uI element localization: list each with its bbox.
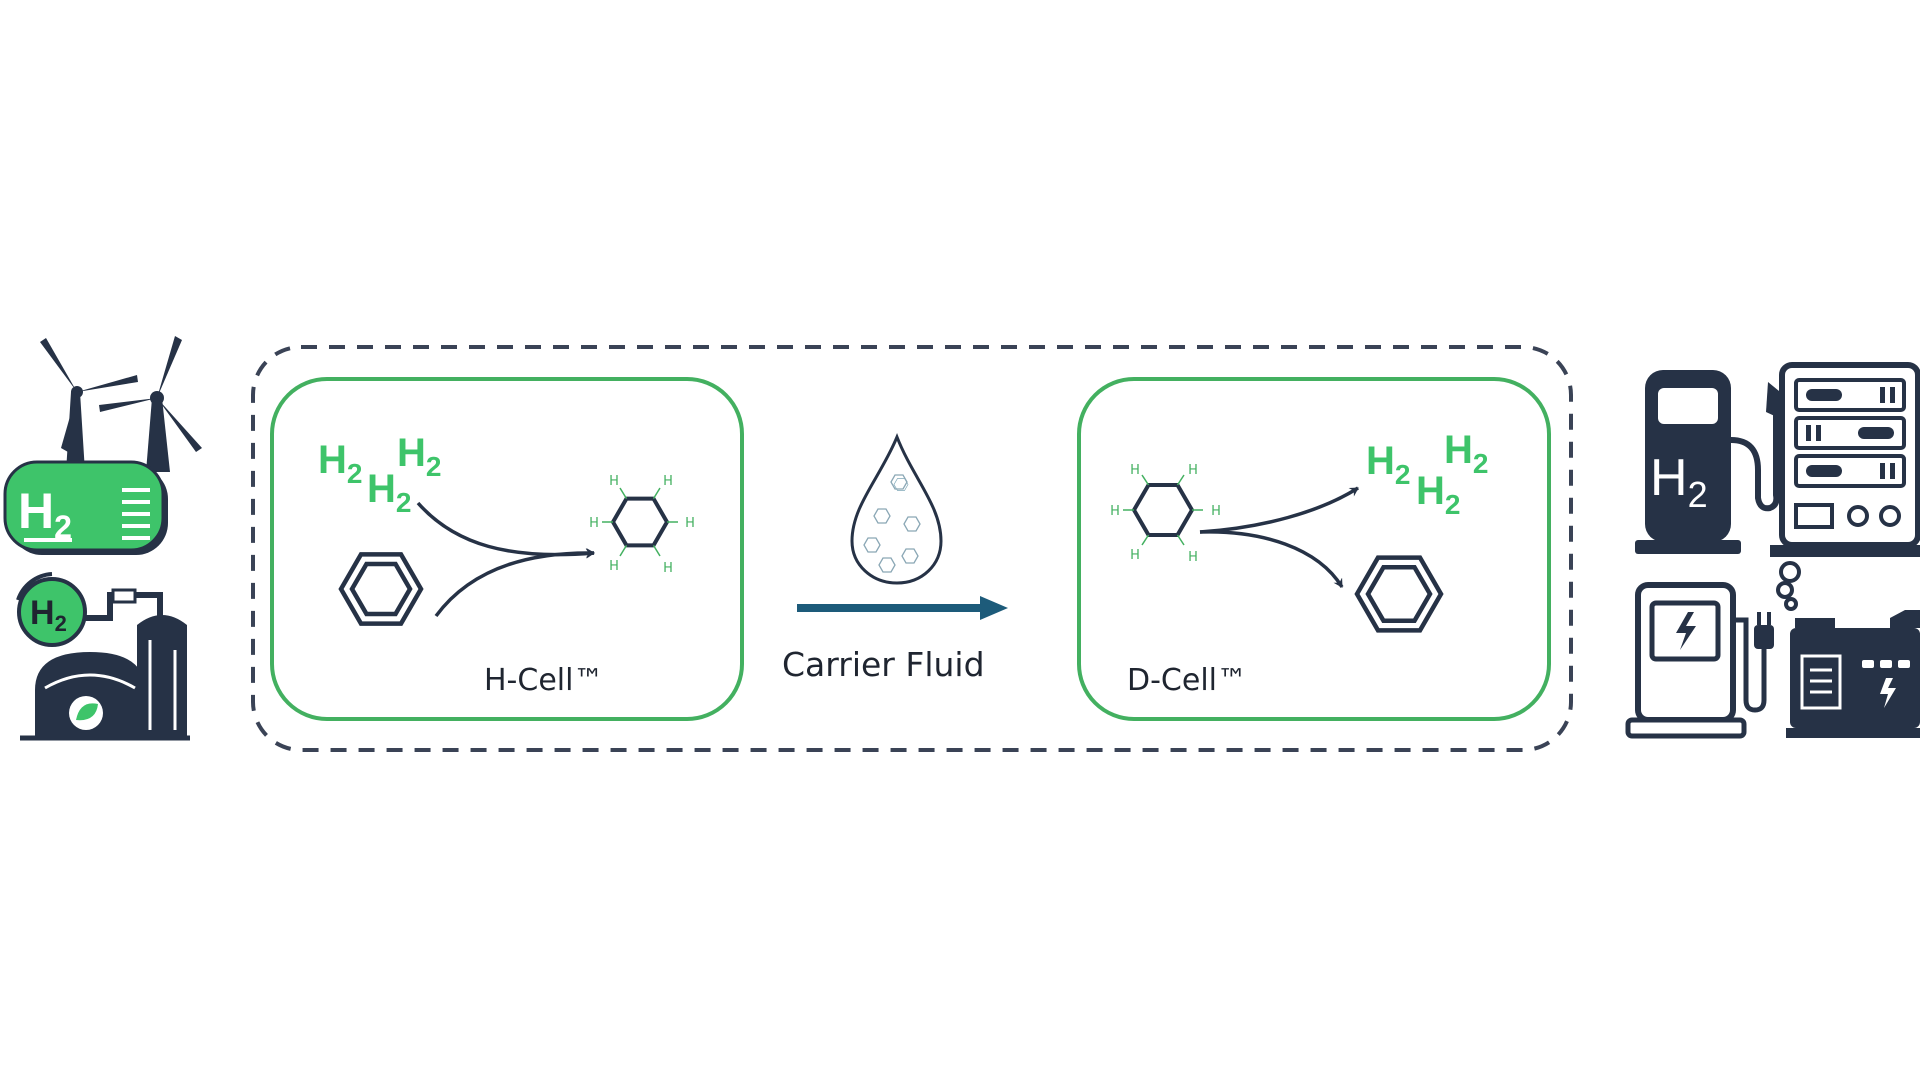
carrier-fluid-label: Carrier Fluid bbox=[782, 645, 985, 684]
server-rack-icon bbox=[1770, 362, 1920, 557]
h-cell-label: H-Cell™ bbox=[484, 663, 603, 698]
hydrogen-atom-label: H bbox=[609, 559, 619, 574]
green-h2-plant-icon: H2 bbox=[16, 572, 190, 741]
benzene-ring-icon bbox=[1354, 555, 1444, 633]
h2-plant-label: H2 bbox=[30, 594, 67, 636]
h2-pump-label: H2 bbox=[1650, 449, 1708, 515]
h2-molecule-label: H2 bbox=[367, 467, 411, 518]
d-cell-box bbox=[1077, 377, 1551, 721]
benzene-ring-icon bbox=[338, 552, 424, 626]
h2-molecule-label: H2 bbox=[1366, 439, 1410, 490]
hydrogen-atom-label: H bbox=[609, 474, 619, 489]
h2-molecule-label: H2 bbox=[1444, 428, 1488, 479]
hydrogen-atom-label: H bbox=[663, 561, 673, 576]
hydrogen-atom-label: H bbox=[1188, 463, 1198, 478]
h-cell-panel: H2 H2 H2 H H H H bbox=[270, 377, 744, 721]
benzene-return-arrow bbox=[1199, 530, 1344, 588]
h2-molecule-label: H2 bbox=[318, 438, 362, 489]
ev-charger-icon bbox=[1625, 582, 1774, 739]
cyclohexane-ring-icon: H H H H H H bbox=[1110, 463, 1221, 565]
transport-arrowhead bbox=[980, 596, 1008, 620]
h2-fuel-pump-icon: H2 bbox=[1635, 370, 1784, 554]
hydrogen-atom-label: H bbox=[1110, 504, 1120, 519]
hydrogen-atom-label: H bbox=[1188, 550, 1198, 565]
h2-molecule-label: H2 bbox=[1416, 469, 1460, 520]
d-cell-label: D-Cell™ bbox=[1127, 663, 1247, 698]
carrier-fluid-droplet-icon bbox=[850, 432, 943, 585]
h2-flow-arrow bbox=[416, 501, 595, 559]
generator-icon bbox=[1776, 561, 1920, 738]
h-cell-box bbox=[270, 377, 744, 721]
h2-molecule-label: H2 bbox=[397, 431, 441, 482]
h2-tank-label: H2 bbox=[18, 483, 72, 545]
wind-turbine-h2-storage-icon: H2 bbox=[3, 336, 202, 555]
hydrogen-atom-label: H bbox=[589, 516, 599, 531]
hydrogen-atom-label: H bbox=[663, 474, 673, 489]
benzene-flow-arrow bbox=[434, 547, 595, 618]
d-cell-panel: H H H H H H H2 H2 H2 D-Cell™ bbox=[1077, 377, 1551, 721]
h2-release-arrow bbox=[1199, 486, 1359, 534]
hydrogen-atom-label: H bbox=[1130, 548, 1140, 563]
hydrogen-atom-label: H bbox=[685, 516, 695, 531]
cyclohexane-ring-icon: H H H H H H bbox=[589, 474, 695, 576]
carrier-fluid-section: Carrier Fluid bbox=[782, 432, 1008, 684]
hydrogen-atom-label: H bbox=[1211, 504, 1221, 519]
hydrogen-atom-label: H bbox=[1130, 463, 1140, 478]
